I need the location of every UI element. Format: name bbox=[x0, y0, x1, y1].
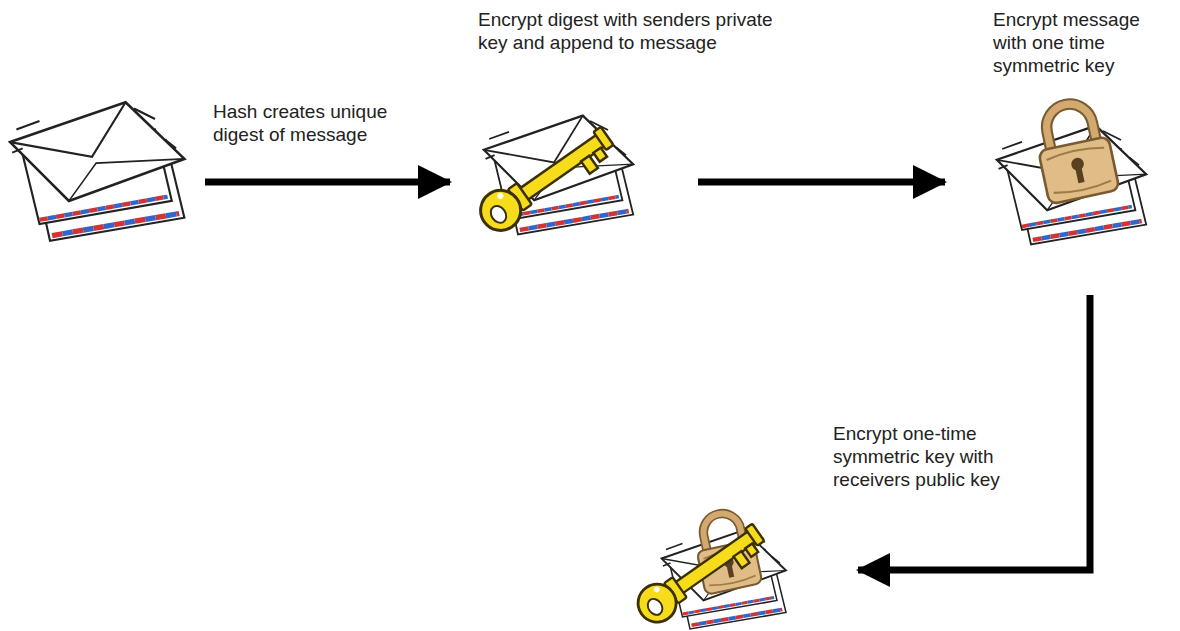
stage-node: Encrypt message with one time symmetric … bbox=[990, 8, 1170, 253]
stage-node: Encrypt digest with senders private key … bbox=[465, 8, 695, 245]
flow-arrow bbox=[698, 179, 945, 186]
stage-node bbox=[5, 95, 190, 240]
flow-arrow bbox=[205, 179, 450, 186]
step-text: Encrypt one-time symmetric key with rece… bbox=[833, 422, 1033, 491]
stage-node: Encrypt one-time symmetric key with rece… bbox=[620, 420, 850, 628]
edge-label: Hash creates unique digest of message bbox=[213, 100, 413, 146]
key-icon bbox=[631, 517, 770, 631]
key-icon bbox=[473, 119, 619, 239]
step-text: Encrypt digest with senders private key … bbox=[478, 8, 778, 54]
envelope-icon bbox=[10, 102, 184, 241]
step-text: Encrypt message with one time symmetric … bbox=[993, 8, 1153, 77]
padlock-icon bbox=[1030, 97, 1119, 204]
